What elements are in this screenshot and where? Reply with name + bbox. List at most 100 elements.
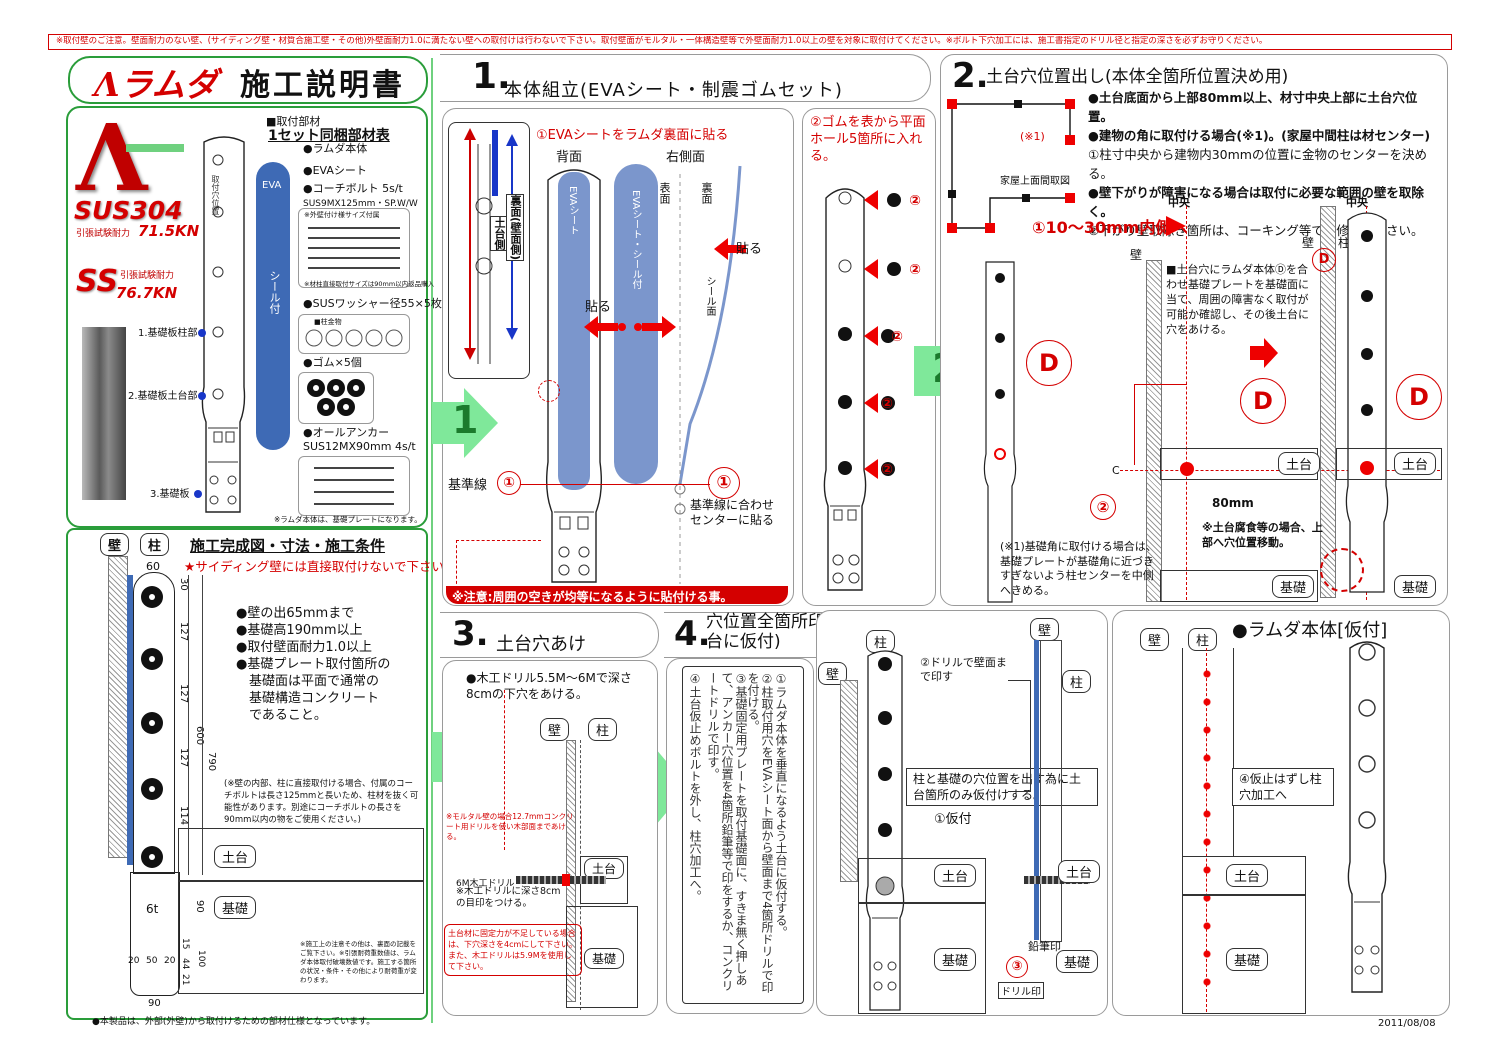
step5-panel xyxy=(1112,610,1450,1016)
product-photo xyxy=(82,327,126,500)
dim-90: 90 xyxy=(194,900,205,913)
inset-label-sill: 土台側 xyxy=(490,216,508,251)
label-right: 右側面 xyxy=(666,150,706,165)
step3-found-box xyxy=(566,906,638,1008)
dim-127a: 127 xyxy=(178,622,189,642)
step3-depth-note: ※木工ドリルに深さ8cmの目印をつける。 xyxy=(456,886,561,909)
step3-sill: 土台 xyxy=(584,858,625,879)
parts-note: ※ラムダ本体は、基礎プレートになります。 xyxy=(274,515,422,524)
conditions: ●壁の出65mmまで ●基礎高190mm以上 ●取付壁面耐力1.0以上 ●基礎プ… xyxy=(236,605,390,724)
step5-sill: 土台 xyxy=(1226,864,1269,887)
step3-header xyxy=(440,612,659,658)
step4-body xyxy=(865,650,905,1011)
marker-1a: ① xyxy=(497,471,521,495)
step4-col-strip xyxy=(1040,640,1062,942)
floor-plan xyxy=(947,99,1075,233)
dim-100: 100 xyxy=(196,950,206,968)
step2-bullet-2: ●建物の角に取付ける場合(※1)。(家屋中間柱は材センター) xyxy=(1088,128,1431,143)
step2-wall-2: 壁 xyxy=(1302,236,1315,250)
step4-note-box: 柱と基礎の穴位置を出す為に土台箇所のみ仮付けする。 xyxy=(906,768,1098,806)
plate-thickness: 6t xyxy=(146,902,159,916)
step4-col-2: 柱 xyxy=(1062,670,1092,693)
label-center: 基準線に合わせセンターに貼る xyxy=(690,498,775,527)
inset-label-wall: 裏面(壁面側) xyxy=(506,194,524,262)
step2-found-tag: 基礎 xyxy=(1272,575,1315,598)
dashed-guide xyxy=(456,540,541,589)
dashed-circle xyxy=(538,380,560,402)
step5-found: 基礎 xyxy=(1226,948,1269,971)
step1-number: 1. xyxy=(472,56,511,97)
label-ura: 裏面 xyxy=(700,182,713,204)
lambda-body-diagram xyxy=(201,136,246,513)
step4-eva-strip xyxy=(1034,640,1039,940)
label-back: 背面 xyxy=(556,150,583,165)
dim-line-2 xyxy=(202,575,203,875)
floor-plan-star: (※1) xyxy=(1020,130,1045,143)
label-seal-face: シール面 xyxy=(704,276,715,316)
coach-bolt-box xyxy=(298,208,410,288)
rubber-box xyxy=(298,372,374,424)
dim-50: 50 xyxy=(146,956,158,966)
plate-lower xyxy=(130,872,180,996)
step2-wall-1: 壁 xyxy=(1130,248,1143,262)
n2-5: ② xyxy=(881,462,893,478)
brand-name: Λラムダ xyxy=(94,65,218,104)
step4-item-3: ③基礎固定用プレートを取付基礎面に、すきま無く押しあて、アンカー穴位置を4箇所鉛… xyxy=(706,672,748,992)
dim-20b: 20 xyxy=(164,956,176,966)
step3-number: 3. xyxy=(452,614,489,654)
n2-2: ② xyxy=(909,262,921,278)
floor-plan-label: 家屋上面間取図 xyxy=(1000,176,1070,187)
step2-number: 2. xyxy=(952,56,989,96)
step2-bullets: ●土台底面から上部80mm以上、材寸中央上部に土台穴位置。 ●建物の角に取付ける… xyxy=(1088,88,1442,240)
d-leader xyxy=(1134,384,1187,465)
step5-sill-block xyxy=(1182,856,1306,896)
step4-found-1: 基礎 xyxy=(934,948,977,971)
step4-list-box xyxy=(682,666,804,1004)
step2-body-left xyxy=(983,261,1017,603)
step4-sill-2: 土台 xyxy=(1058,860,1101,883)
step2-circ2: ② xyxy=(1090,494,1116,520)
n2-3: ② xyxy=(891,329,903,345)
step2-found-block xyxy=(1160,570,1318,602)
parts-item-coach-note: ※外壁付け様サイズ付属 xyxy=(304,211,380,219)
step2-instruction: ■土台穴にラムダ本体Ⓓを合わせ基礎プレートを基礎面に当て、周囲の障害なく取付が可… xyxy=(1166,263,1309,336)
eva-tag: EVA xyxy=(262,180,282,191)
label-base-col: 1.基礎板柱部 xyxy=(138,328,198,339)
parts-item-coach-note2: ※材柱直接取付サイズは90mm以内返品購入 xyxy=(304,280,435,288)
dim-15: 15 xyxy=(180,938,190,950)
label-paste-1: 貼る xyxy=(585,300,612,315)
step1-front-body xyxy=(823,188,867,591)
step4-drill-mark: ドリル印 xyxy=(998,982,1044,999)
step2-rot-note: ※土台腐食等の場合、上部へ穴位置移動。 xyxy=(1202,521,1323,549)
rubber-arrows xyxy=(864,190,901,479)
d-marker-small: D xyxy=(1312,248,1336,272)
step2-right-arrow xyxy=(1250,338,1278,368)
step3-mortar-note: ※モルタル壁の場合12.7mmコンクリート用ドリルを使い木部面まであける。 xyxy=(446,812,574,841)
anchor-box xyxy=(298,456,410,516)
step4-n3: ③ xyxy=(1006,956,1028,978)
warning-banner xyxy=(48,34,1452,50)
completion-body xyxy=(133,572,175,874)
caution-text: ※注意:周囲の空きが均等になるように貼付ける事。 xyxy=(452,590,733,604)
step2-col-line xyxy=(1186,206,1188,600)
found-block xyxy=(178,880,424,994)
step4-pencil: 鉛筆印 xyxy=(1028,940,1061,953)
dim-line-1 xyxy=(188,575,189,875)
label-omote: 表面 xyxy=(658,182,671,204)
condition-4: ●基礎プレート取付箇所の xyxy=(236,657,391,672)
n2-1: ② xyxy=(909,193,921,209)
side-profile xyxy=(674,165,742,584)
dim-30: 30 xyxy=(178,578,189,591)
ss-strength-label: 引張試験耐力 xyxy=(120,271,175,281)
step4-wall-1: 壁 xyxy=(818,662,848,685)
parts-item-body: ●ラムダ本体 xyxy=(303,142,368,155)
label-baseline: 基準線 xyxy=(448,478,488,493)
step3-title: 土台穴あけ xyxy=(496,634,586,655)
step2-bullet-3: ①柱寸中央から建物内30mmの位置に金物のセンターを決める。 xyxy=(1088,147,1427,181)
n2-4: ② xyxy=(881,396,893,412)
completion-note2: ※施工上の注意その他は、裏面の記載をご覧下さい。※引張耐荷重数値は、ラムダ本体取… xyxy=(300,940,417,984)
inside-label: ①10〜30mm内側へ xyxy=(1032,218,1188,237)
step3-guide xyxy=(470,690,505,850)
step2-wall-hatch2 xyxy=(1320,206,1336,598)
step5-note-box: ④仮止はずし柱穴加工へ xyxy=(1232,768,1334,806)
